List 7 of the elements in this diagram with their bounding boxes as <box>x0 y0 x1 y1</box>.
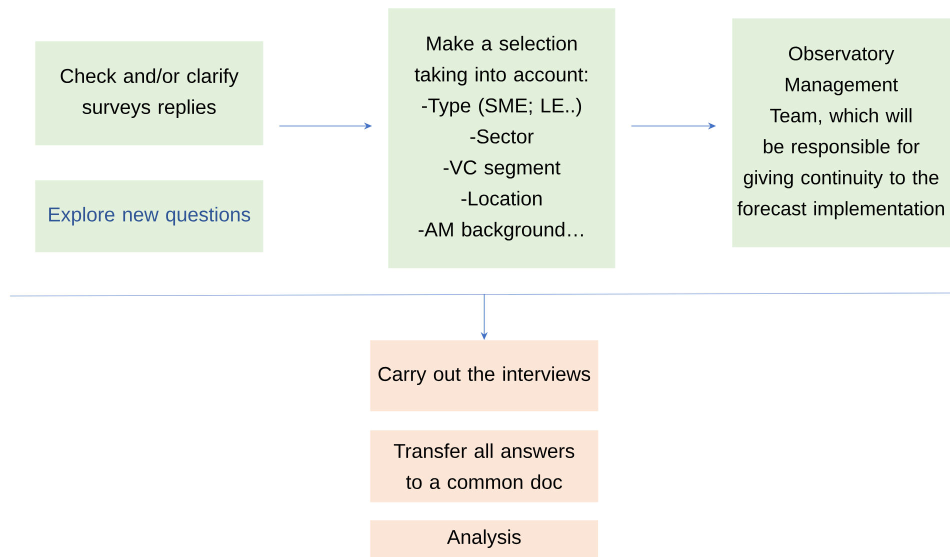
process-box: Make a selection taking into account: -Type (SME; LE..) -Sector -VC segment -Location -AM background… <box>388 8 616 268</box>
task-box: Transfer all answers to a common doc <box>370 430 598 502</box>
process-box: Check and/or clarify surveys replies <box>35 41 264 146</box>
process-box: Explore new questions <box>35 180 264 252</box>
process-box: Observatory Management Team, which will be responsible for giving continuity to the forecast implementation <box>732 18 950 248</box>
task-box: Carry out the interviews <box>370 340 598 412</box>
task-box: Analysis <box>370 520 598 557</box>
